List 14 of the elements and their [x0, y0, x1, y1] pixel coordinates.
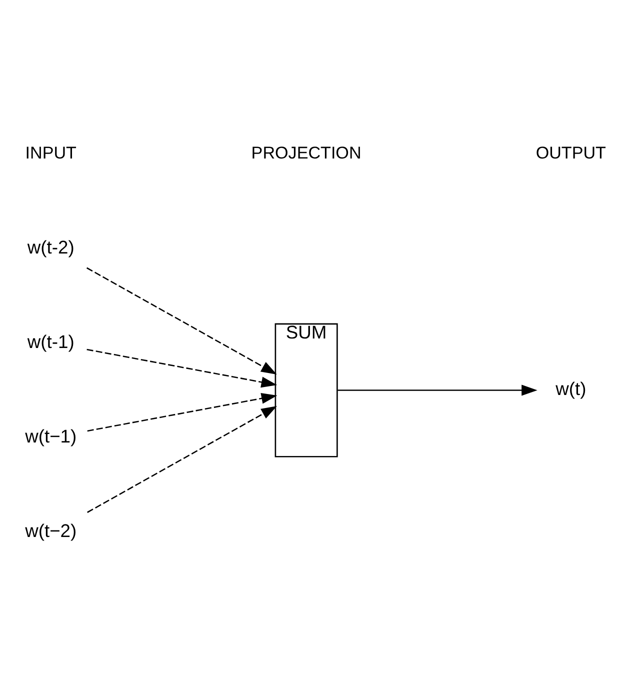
- node-text: w(t): [556, 378, 586, 400]
- label: OUTPUT: [536, 143, 606, 162]
- arrow: [338, 384, 538, 396]
- arrow: [87, 406, 277, 513]
- arrow: [86, 267, 277, 374]
- node-text: w(t−2): [25, 520, 77, 541]
- label: INPUT: [25, 143, 76, 162]
- arrow: [86, 348, 278, 388]
- node-text: w(t−1): [25, 425, 77, 446]
- arrow: [87, 392, 278, 432]
- node-box: SUM: [274, 323, 338, 458]
- node-text: w(t-1): [27, 330, 74, 352]
- label: PROJECTION: [251, 143, 362, 162]
- node-text: w(t-2): [27, 236, 74, 258]
